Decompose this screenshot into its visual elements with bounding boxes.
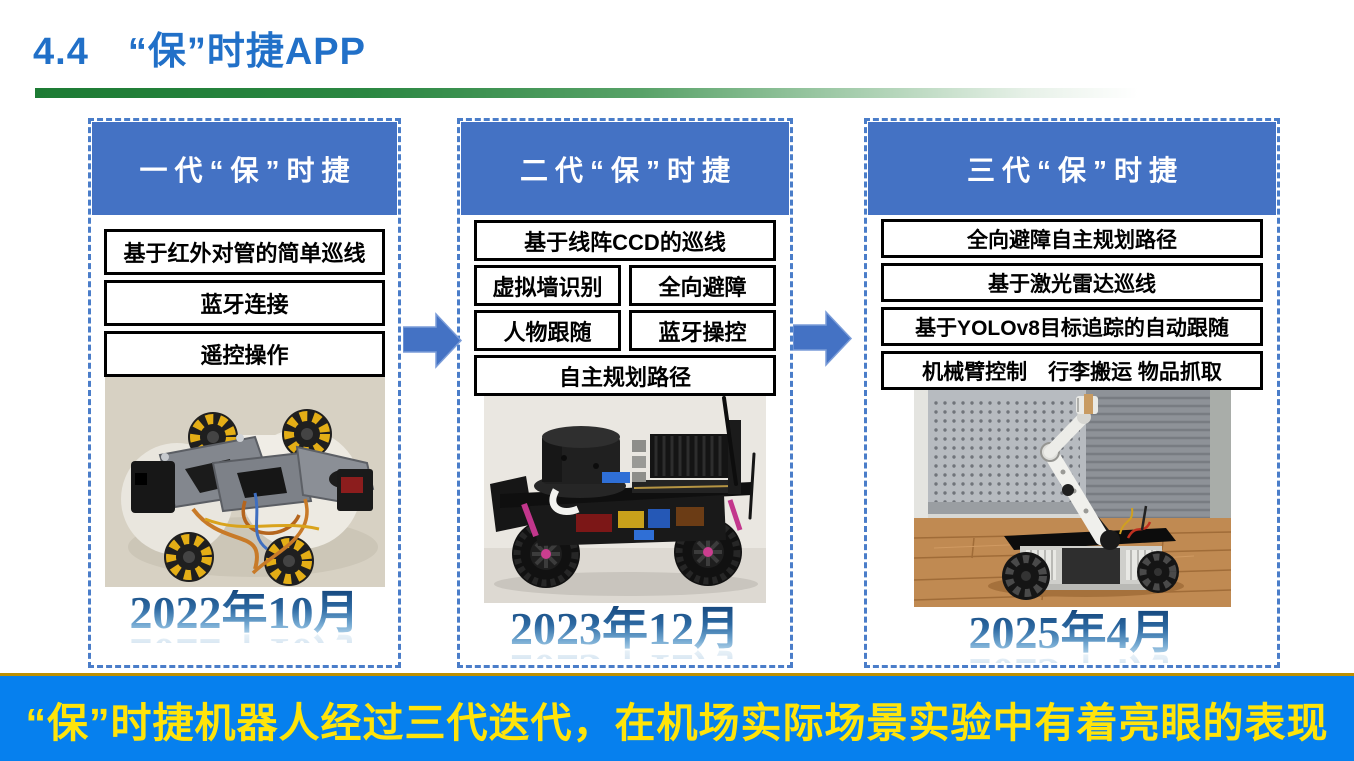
feature-box: 基于线阵CCD的巡线 xyxy=(474,220,776,261)
robot-arm xyxy=(1039,394,1120,550)
feature-row: 基于红外对管的简单巡线 xyxy=(104,229,385,275)
mecanum-wheel xyxy=(281,409,332,459)
gen2-date-label: 2023年12月 xyxy=(510,603,740,654)
gen1-date: 2022年10月 2022年10月 xyxy=(91,587,398,644)
gen2-robot-illustration xyxy=(484,396,766,603)
feature-box: 蓝牙操控 xyxy=(629,310,776,351)
compute-board xyxy=(632,434,736,493)
feature-box: 全向避障自主规划路径 xyxy=(881,219,1263,258)
feature-row: 基于激光雷达巡线 xyxy=(881,263,1263,302)
slide-title: 4.4 “保”时捷APP xyxy=(33,31,366,73)
generation-3-header: 三代“保”时捷 xyxy=(868,122,1276,215)
feature-box: 机械臂控制 行李搬运 物品抓取 xyxy=(881,351,1263,390)
feature-box: 虚拟墙识别 xyxy=(474,265,621,306)
footer-text: “保”时捷机器人经过三代迭代，在机场实际场景实验中有着亮眼的表现 xyxy=(25,699,1329,746)
generation-1-column: 一代“保”时捷 基于红外对管的简单巡线蓝牙连接遥控操作 xyxy=(88,118,401,668)
feature-box: 基于激光雷达巡线 xyxy=(881,263,1263,302)
title-underline-bar xyxy=(35,88,1138,98)
gen3-robot-illustration xyxy=(913,390,1231,607)
right-arrow-icon xyxy=(403,312,463,369)
generation-1-header: 一代“保”时捷 xyxy=(92,122,397,215)
generation-3-column: 三代“保”时捷 全向避障自主规划路径基于激光雷达巡线基于YOLOv8目标追踪的自… xyxy=(864,118,1280,668)
feature-row: 虚拟墙识别全向避障 xyxy=(474,265,776,306)
gen3-date: 2025年4月 2025年4月 xyxy=(867,607,1277,664)
feature-box: 基于YOLOv8目标追踪的自动跟随 xyxy=(881,307,1263,346)
gen3-date-reflection: 2025年4月 xyxy=(867,651,1277,663)
gen1-date-reflection: 2022年10月 xyxy=(91,631,398,643)
generation-2-feature-list: 基于线阵CCD的巡线虚拟墙识别全向避障人物跟随蓝牙操控自主规划路径 xyxy=(474,220,776,396)
feature-row: 全向避障自主规划路径 xyxy=(881,219,1263,258)
feature-box: 全向避障 xyxy=(629,265,776,306)
gen2-date: 2023年12月 2023年12月 xyxy=(460,603,790,660)
mecanum-wheel xyxy=(163,532,214,582)
feature-box: 基于红外对管的简单巡线 xyxy=(104,229,385,275)
gen1-date-label: 2022年10月 xyxy=(129,587,360,638)
feature-box: 蓝牙连接 xyxy=(104,280,385,326)
gen2-date-reflection: 2023年12月 xyxy=(460,647,790,659)
feature-row: 蓝牙连接 xyxy=(104,280,385,326)
feature-row: 人物跟随蓝牙操控 xyxy=(474,310,776,351)
lidar xyxy=(534,426,626,498)
gen3-robot-photo xyxy=(913,390,1231,607)
generation-2-column: 二代“保”时捷 基于线阵CCD的巡线虚拟墙识别全向避障人物跟随蓝牙操控自主规划路… xyxy=(457,118,793,668)
generation-2-header: 二代“保”时捷 xyxy=(461,122,789,215)
feature-row: 基于线阵CCD的巡线 xyxy=(474,220,776,261)
right-arrow-icon xyxy=(793,310,853,367)
generation-1-feature-list: 基于红外对管的简单巡线蓝牙连接遥控操作 xyxy=(104,229,385,377)
mecanum-wheel xyxy=(1001,552,1050,600)
feature-box: 遥控操作 xyxy=(104,331,385,377)
mecanum-wheel xyxy=(1136,551,1179,593)
gen2-robot-photo xyxy=(484,396,766,603)
feature-box: 自主规划路径 xyxy=(474,355,776,396)
feature-row: 机械臂控制 行李搬运 物品抓取 xyxy=(881,351,1263,390)
feature-row: 遥控操作 xyxy=(104,331,385,377)
feature-row: 自主规划路径 xyxy=(474,355,776,396)
generation-3-feature-list: 全向避障自主规划路径基于激光雷达巡线基于YOLOv8目标追踪的自动跟随机械臂控制… xyxy=(881,219,1263,390)
gen1-robot-illustration xyxy=(104,377,385,587)
footer-banner: “保”时捷机器人经过三代迭代，在机场实际场景实验中有着亮眼的表现 xyxy=(0,673,1354,761)
gen1-robot-photo xyxy=(104,377,385,587)
gen3-date-label: 2025年4月 xyxy=(968,607,1176,658)
feature-row: 基于YOLOv8目标追踪的自动跟随 xyxy=(881,307,1263,346)
feature-box: 人物跟随 xyxy=(474,310,621,351)
